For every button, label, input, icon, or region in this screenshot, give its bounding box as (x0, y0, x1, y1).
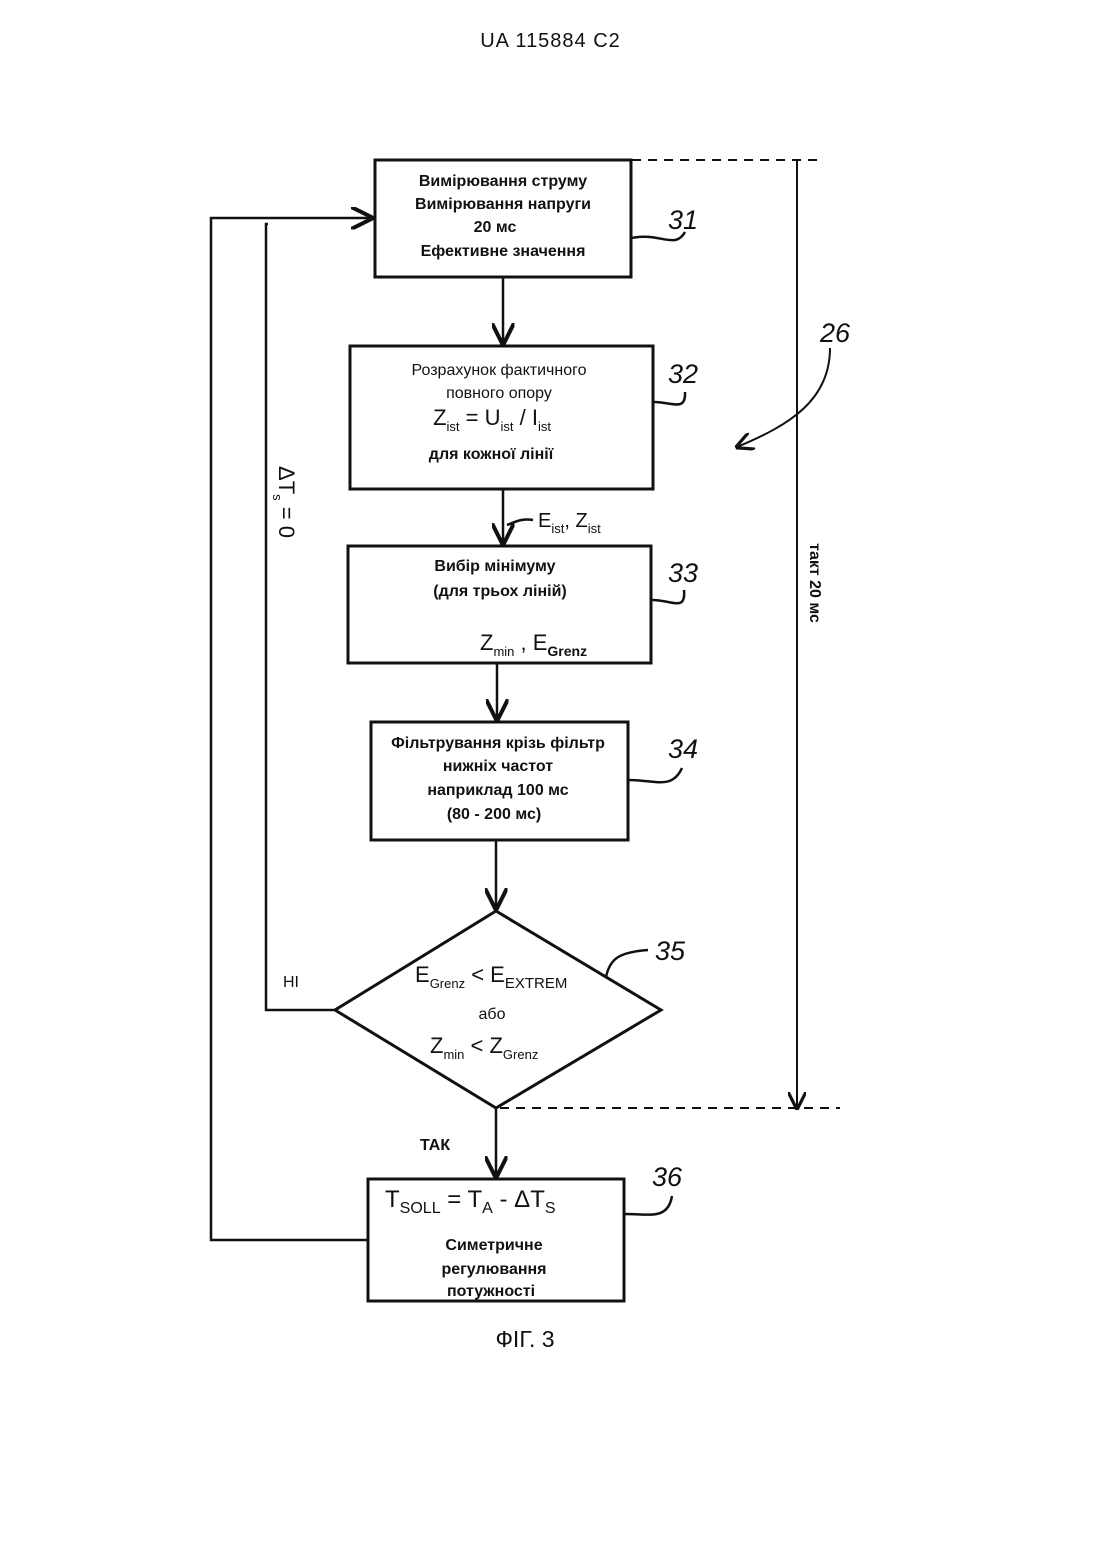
step-35-or: або (479, 1006, 506, 1023)
edge-32-33: Eist, Zist (503, 490, 601, 543)
ref-33-leader (652, 590, 684, 603)
step-36-line4: потужності (447, 1283, 535, 1300)
ref-34: 34 (668, 734, 698, 764)
step-33-box: Вибір мінімуму (для трьох ліній) Zmin , … (348, 546, 698, 663)
ref-36: 36 (652, 1162, 683, 1192)
reset-label: ΔTs = 0 (270, 466, 299, 538)
step-32-line1: Розрахунок фактичного (412, 362, 587, 379)
step-34-line1: Фільтрування крізь фільтр (391, 735, 605, 752)
loop-leader (737, 348, 830, 447)
step-32-line2: повного опору (446, 385, 552, 402)
step-32-line4: для кожної лінії (429, 446, 554, 463)
step-33-line2: (для трьох ліній) (433, 583, 566, 600)
no-branch-line (266, 224, 335, 1010)
step-33-line1: Вибір мінімуму (434, 558, 555, 575)
feedback-loop (211, 218, 371, 1240)
ref-35-leader (606, 950, 648, 977)
ref-32: 32 (668, 359, 698, 389)
step-32-box: Розрахунок фактичного повного опору Zist… (350, 346, 698, 489)
yes-branch: ТАК (420, 1109, 496, 1176)
edge-32-33-label: Eist, Zist (538, 510, 601, 536)
step-36-box: TSOLL = TA - ΔTS Симетричне регулювання … (368, 1162, 683, 1301)
step-31-line2: Вимірювання напруги (415, 196, 591, 213)
ref-32-leader (654, 392, 685, 405)
step-31-box: Вимірювання струму Вимірювання напруги 2… (375, 160, 698, 277)
ref-26: 26 (819, 318, 851, 348)
step-31-line4: Ефективне значення (421, 243, 586, 260)
edge-32-33-leader (507, 519, 533, 525)
step-34-box: Фільтрування крізь фільтр нижніх частот … (371, 722, 698, 840)
no-branch: НІ ΔTs = 0 (266, 224, 335, 1010)
step-31-line1: Вимірювання струму (419, 173, 587, 190)
step-34-line4: (80 - 200 мс) (447, 806, 541, 823)
ref-34-leader (629, 768, 682, 782)
no-label: НІ (283, 974, 299, 991)
ref-35: 35 (655, 936, 686, 966)
step-34-line3: наприклад 100 мс (427, 782, 568, 799)
step-35-decision: EGrenz < EEXTREM або Zmin < ZGrenz 35 (335, 911, 686, 1108)
step-31-line3: 20 мс (474, 219, 517, 236)
ref-33: 33 (668, 558, 698, 588)
yes-label: ТАК (420, 1137, 450, 1154)
cycle-label: такт 20 мс (806, 543, 823, 623)
step-34-line2: нижніх частот (443, 758, 553, 775)
step-36-line3: регулювання (441, 1261, 546, 1278)
loop-reference: 26 (737, 318, 851, 447)
ref-36-leader (625, 1196, 672, 1215)
step-36-line2: Симетричне (445, 1237, 542, 1254)
ref-31: 31 (668, 205, 698, 235)
figure-caption: ФІГ. 3 (0, 1326, 1050, 1353)
